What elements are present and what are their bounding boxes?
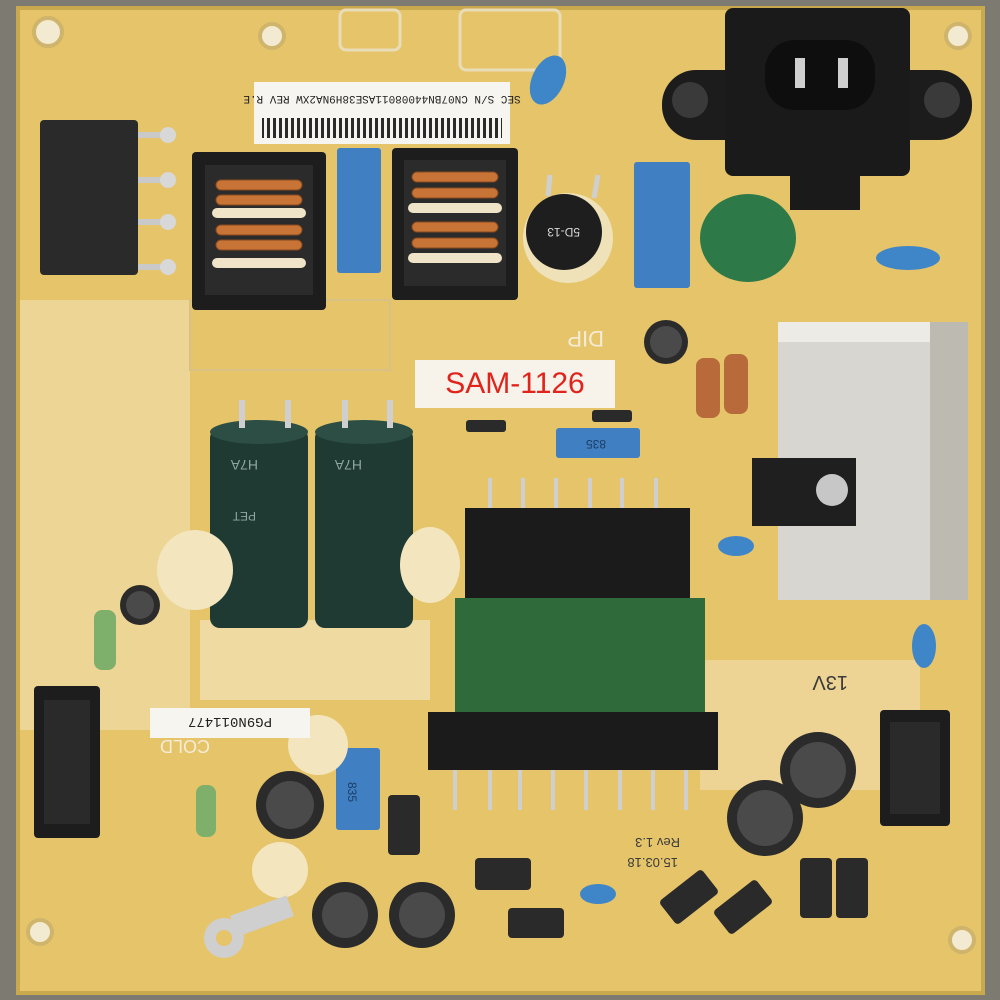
small-electrolytic-capacitor <box>120 320 856 948</box>
part-sticker-text: PG9N011477 <box>188 713 272 729</box>
capacitor-marking: H7A <box>230 457 258 473</box>
rev-marking: Rev 1.3 <box>635 835 680 850</box>
film-capacitor <box>336 748 380 830</box>
glue-blob <box>157 530 233 610</box>
film-capacitor <box>337 148 381 273</box>
varistor <box>700 194 796 282</box>
capacitor-pet-marking: PET <box>232 509 256 523</box>
common-mode-choke <box>192 152 326 310</box>
part-sticker <box>150 708 310 738</box>
bulk-electrolytic-capacitor <box>315 400 413 628</box>
serial-sticker <box>254 82 510 144</box>
dip-marking: DIP <box>567 326 604 351</box>
film-cap-marking: 835 <box>586 437 606 451</box>
ntc-marking: 5D-13 <box>547 225 580 239</box>
mount-hole <box>944 22 972 50</box>
glue-blob <box>252 842 308 898</box>
overlay-label: SAM-1126 <box>415 360 615 408</box>
cold-marking: COLD <box>160 736 210 756</box>
bulk-electrolytic-capacitor <box>210 400 308 628</box>
mount-hole <box>26 918 54 946</box>
diode <box>388 410 868 938</box>
date-marking: 15.03.18 <box>627 855 678 870</box>
glue-blob <box>400 527 460 603</box>
mount-hole <box>258 22 286 50</box>
bridge-rectifier <box>40 120 138 275</box>
main-transformer <box>428 478 718 810</box>
film-cap-marking: 835 <box>345 782 359 802</box>
mount-hole <box>32 16 64 48</box>
13v-marking: 13V <box>812 671 848 693</box>
mount-hole <box>948 926 976 954</box>
capacitor-marking: H7A <box>334 457 362 473</box>
film-capacitor <box>634 162 690 288</box>
resistor <box>94 354 748 837</box>
film-capacitor <box>556 428 640 458</box>
common-mode-choke <box>392 148 518 300</box>
ac-power-inlet <box>662 8 972 210</box>
serial-sticker-text: SEC S/N CN07BN44008011ASE38H9NA2XW REV R… <box>243 92 521 104</box>
ceramic-capacitor <box>529 55 940 904</box>
